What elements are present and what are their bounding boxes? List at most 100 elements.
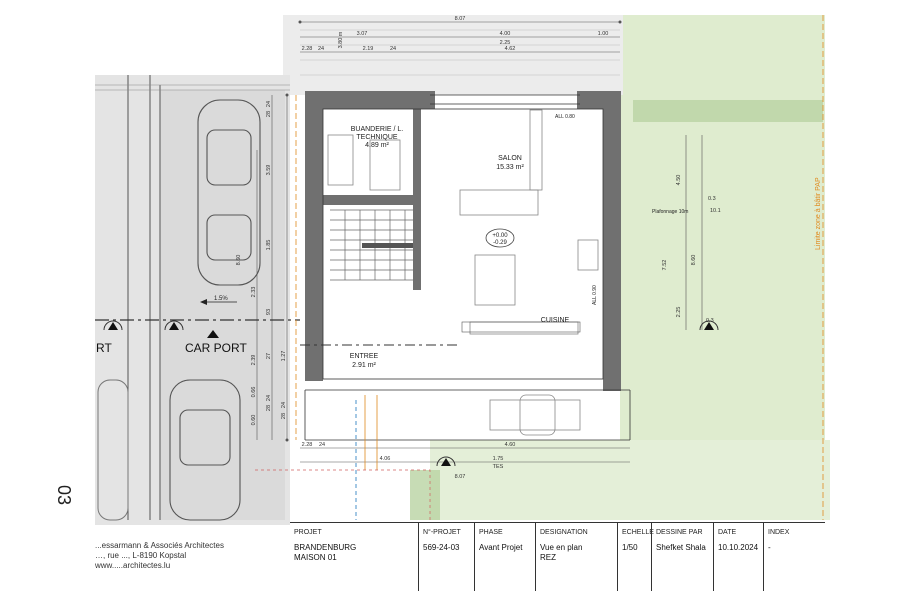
tb-designation-line1: Vue en plan bbox=[540, 543, 583, 552]
tb-nprojet-header: N°-PROJET bbox=[423, 529, 461, 536]
dim-top-2: 4.00 bbox=[500, 31, 511, 37]
dim-top-8: 2.19 bbox=[363, 46, 374, 52]
carport-label: CAR PORT bbox=[185, 341, 247, 355]
room-salon-name: SALON bbox=[498, 155, 522, 162]
garden-area bbox=[620, 15, 825, 520]
dim-top-5: 4.62 bbox=[505, 46, 516, 52]
dim-left-2: 3.59 bbox=[266, 165, 272, 176]
room-entree-area: 2.91 m² bbox=[352, 362, 376, 369]
dim-left-11: 0.60 bbox=[251, 415, 257, 426]
dim-right-5: 0.3 bbox=[708, 196, 716, 202]
dim-right-1: 7.52 bbox=[662, 260, 668, 271]
carport-cut-label: RT bbox=[96, 341, 112, 355]
office-line-3: www.....architectes.lu bbox=[95, 561, 171, 570]
office-address: ...essarmann & Associés Architectes …, r… bbox=[95, 541, 224, 571]
car-bottom bbox=[169, 379, 241, 521]
tb-index-value: - bbox=[768, 543, 771, 552]
tb-date-value: 10.10.2024 bbox=[718, 543, 759, 552]
room-buanderie-line2: TECHNIQUE bbox=[356, 134, 398, 141]
dim-bottom-5: TES bbox=[493, 464, 504, 470]
dim-top-4: 2.25 bbox=[500, 40, 511, 46]
tb-projet-header: PROJET bbox=[294, 529, 322, 536]
tb-dessine-header: DESSINE PAR bbox=[656, 529, 703, 536]
tb-projet-line1: BRANDENBURG bbox=[294, 543, 357, 552]
tb-index-header: INDEX bbox=[768, 529, 790, 536]
tb-echelle: ECHELLE 1/50 bbox=[617, 523, 654, 591]
tb-dessine-value: Shefket Shala bbox=[656, 543, 706, 552]
dim-left-12: 1.27 bbox=[281, 351, 287, 362]
garden-area-south bbox=[430, 440, 830, 520]
dim-bottom-4: 1.75 bbox=[493, 456, 504, 462]
tb-projet: PROJET BRANDENBURG MAISON 01 bbox=[290, 523, 410, 591]
office-line-2: …, rue ..., L-8190 Kopstal bbox=[95, 551, 187, 560]
plafonnage-label: Plafonnage 10m bbox=[652, 209, 688, 215]
tb-designation-value: Vue en plan REZ bbox=[540, 543, 582, 563]
tb-date: DATE 10.10.2024 bbox=[713, 523, 764, 591]
dim-left-4: 2.33 bbox=[251, 287, 257, 298]
dim-left-14: 28 bbox=[281, 413, 287, 419]
slope-label: 1.5% bbox=[214, 296, 228, 302]
dim-left-8: 0.66 bbox=[251, 387, 257, 398]
dim-left-10: 28 bbox=[266, 405, 272, 411]
dim-left-7: 2.39 bbox=[251, 355, 257, 366]
tb-nprojet-value: 569-24-03 bbox=[423, 543, 460, 552]
room-entree-name: ENTREE bbox=[350, 353, 379, 360]
dim-bottom-1: 24 bbox=[319, 442, 325, 448]
tb-phase-header: PHASE bbox=[479, 529, 503, 536]
dim-right-3: 8.60 bbox=[691, 255, 697, 266]
house-walls bbox=[305, 91, 621, 391]
dim-bottom-0: 2.28 bbox=[302, 442, 313, 448]
room-cuisine-name: CUISINE bbox=[541, 317, 570, 324]
dim-top-3: 1.00 bbox=[598, 31, 609, 37]
carport-area bbox=[160, 90, 285, 520]
side-mark: 03 bbox=[54, 485, 74, 505]
dim-right-4: 10.1 bbox=[710, 208, 721, 214]
furniture bbox=[327, 109, 599, 436]
dim-top-7: 24 bbox=[318, 46, 324, 52]
room-buanderie-line1: BUANDERIE / L. bbox=[351, 126, 404, 133]
tb-phase-value: Avant Projet bbox=[479, 543, 523, 552]
dim-left-13: 24 bbox=[281, 402, 287, 408]
tb-echelle-value: 1/50 bbox=[622, 543, 638, 552]
office-line-1: ...essarmann & Associés Architectes bbox=[95, 541, 224, 550]
tb-nprojet: N°-PROJET 569-24-03 bbox=[418, 523, 473, 591]
room-buanderie-area: 4.89 m² bbox=[365, 142, 389, 149]
tb-designation-line2: REZ bbox=[540, 553, 556, 562]
tb-index: INDEX - bbox=[763, 523, 826, 591]
zone-limit-lines bbox=[295, 15, 824, 520]
level-marker: +0.00 bbox=[492, 233, 508, 239]
tb-phase: PHASE Avant Projet bbox=[474, 523, 535, 591]
all-top-label: ALL 0.80 bbox=[555, 114, 575, 120]
dim-bottom-3: 4.06 bbox=[380, 456, 391, 462]
dim-top-9: 24 bbox=[390, 46, 396, 52]
car-top bbox=[197, 99, 261, 286]
dim-top-1: 3.07 bbox=[357, 31, 368, 37]
zone-limit-label: Limite zone à bâtir PAP bbox=[815, 177, 822, 250]
dim-left-3: 1.85 bbox=[266, 240, 272, 251]
dim-top-6: 2.28 bbox=[302, 46, 313, 52]
tb-dessine: DESSINE PAR Shefket Shala bbox=[651, 523, 714, 591]
dim-left-9: 24 bbox=[266, 395, 272, 401]
tb-projet-value: BRANDENBURG MAISON 01 bbox=[294, 543, 356, 563]
tb-designation: DESIGNATION Vue en plan REZ bbox=[535, 523, 618, 591]
dim-right-2: 2.25 bbox=[676, 307, 682, 318]
terrace-area bbox=[283, 15, 623, 95]
dim-bottom-6: 8.07 bbox=[455, 474, 466, 480]
dim-left-6: 93 bbox=[266, 309, 272, 315]
tb-date-header: DATE bbox=[718, 529, 737, 536]
level-marker-2: -0.29 bbox=[493, 240, 507, 246]
room-salon-area: 15.33 m² bbox=[496, 164, 524, 171]
dim-left-0: 24 bbox=[266, 101, 272, 107]
title-block: PROJET BRANDENBURG MAISON 01 N°-PROJET 5… bbox=[290, 522, 825, 591]
tb-projet-line2: MAISON 01 bbox=[294, 553, 337, 562]
dim-right-6: 0.3 bbox=[706, 318, 714, 324]
car-left bbox=[97, 379, 129, 521]
dim-bottom-2: 4.60 bbox=[505, 442, 516, 448]
dim-top-10: 3.80 m bbox=[338, 31, 344, 48]
dim-right-0: 4.50 bbox=[676, 175, 682, 186]
dimension-lines bbox=[256, 21, 703, 463]
tb-echelle-header: ECHELLE bbox=[622, 529, 654, 536]
dim-left-5: 27 bbox=[266, 353, 272, 359]
dim-top-total: 8.07 bbox=[455, 16, 466, 22]
